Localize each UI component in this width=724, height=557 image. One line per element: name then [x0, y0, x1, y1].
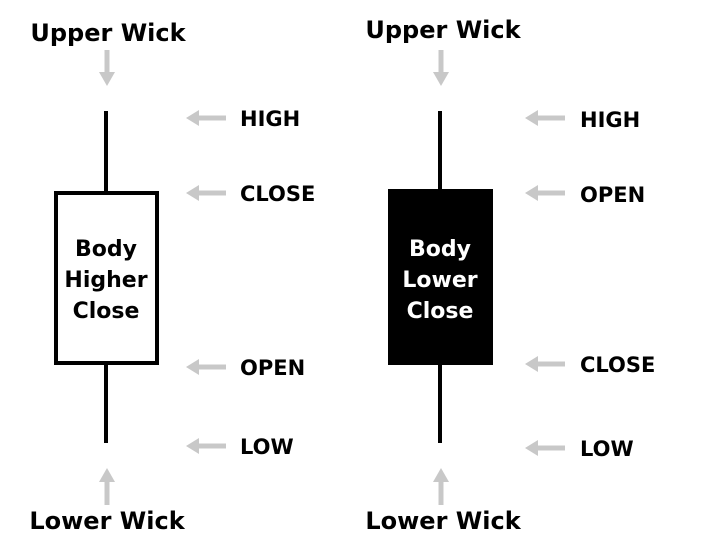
level-close: CLOSE	[186, 182, 315, 206]
body-label-line-3: Close	[407, 299, 474, 324]
candle-body	[54, 191, 159, 365]
level-label: OPEN	[580, 183, 645, 207]
body-label-line-1: Body	[409, 237, 471, 262]
level-open: OPEN	[525, 183, 645, 207]
lower-wick-arrow-icon	[433, 468, 449, 505]
level-label: LOW	[580, 437, 634, 461]
bullish-candle: Upper Wick Body Higher Close Lower Wick …	[29, 19, 315, 535]
left-arrow-icon	[186, 110, 226, 126]
level-low: LOW	[186, 435, 294, 459]
body-label-line-2: Higher	[64, 268, 147, 293]
level-high: HIGH	[186, 107, 300, 131]
left-arrow-icon	[525, 185, 565, 201]
body-label-line-2: Lower	[402, 268, 477, 293]
body-label-line-3: Close	[73, 299, 140, 324]
left-arrow-icon	[186, 359, 226, 375]
lower-wick-label: Lower Wick	[365, 507, 521, 535]
left-arrow-icon	[525, 440, 565, 456]
level-label: HIGH	[240, 107, 300, 131]
level-label: CLOSE	[580, 353, 655, 377]
level-high: HIGH	[525, 108, 640, 132]
level-label: LOW	[240, 435, 294, 459]
left-arrow-icon	[186, 185, 226, 201]
upper-wick-label: Upper Wick	[365, 16, 521, 44]
left-arrow-icon	[525, 110, 565, 126]
level-close: CLOSE	[525, 353, 655, 377]
level-low: LOW	[525, 437, 634, 461]
body-label-line-1: Body	[75, 237, 137, 262]
bearish-candle: Upper Wick Body Lower Close Lower Wick H…	[365, 16, 655, 535]
lower-wick-label: Lower Wick	[29, 507, 185, 535]
level-label: OPEN	[240, 356, 305, 380]
lower-wick-arrow-icon	[99, 468, 115, 505]
level-label: HIGH	[580, 108, 640, 132]
upper-wick-label: Upper Wick	[30, 19, 186, 47]
level-label: CLOSE	[240, 182, 315, 206]
level-open: OPEN	[186, 356, 305, 380]
upper-wick-arrow-icon	[99, 50, 115, 86]
upper-wick-arrow-icon	[433, 50, 449, 86]
left-arrow-icon	[186, 438, 226, 454]
candle-body	[388, 189, 493, 365]
left-arrow-icon	[525, 356, 565, 372]
